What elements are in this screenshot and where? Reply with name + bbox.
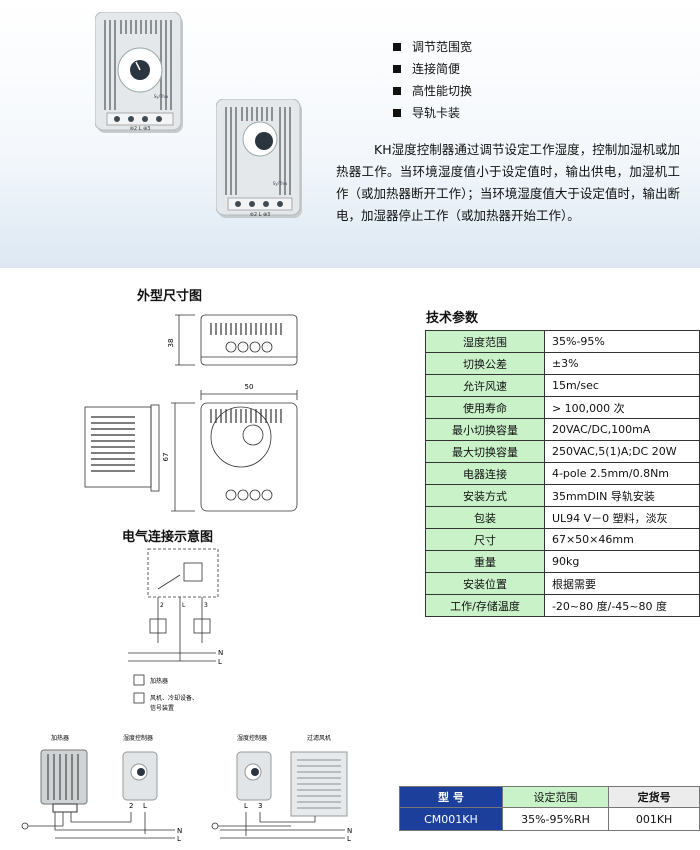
term-L: L	[143, 802, 147, 810]
term-L-2: L	[244, 802, 248, 810]
table-row: 型 号 设定范围 定货号	[399, 786, 700, 808]
photo-brand-label: Sy/Thw	[154, 94, 169, 99]
wiring-diagram: 2 L 3 N L 加热器 风机、冷却设备、 信号装置	[128, 548, 223, 712]
dim-height-top: 38	[167, 339, 175, 348]
table-row: 安装位置根据需要	[425, 572, 700, 595]
table-row: CM001KH 35%-95%RH 001KH	[399, 807, 700, 831]
table-row: 工作/存储温度-20~80 度/-45~80 度	[425, 594, 700, 617]
wiring-line-N: N	[218, 649, 223, 657]
legend-heater: 加热器	[150, 677, 168, 685]
wiring-term-3: 3	[204, 602, 208, 609]
bullet-square-icon	[393, 43, 401, 51]
photo-terminal-label: ⊜2 L ⊕3	[130, 126, 151, 132]
dimension-drawing: 38 50 67	[84, 314, 298, 512]
order-code: 001KH	[608, 807, 700, 831]
wiring-title: 电气连接示意图	[122, 530, 214, 545]
product-photo-front: ⊜2 L ⊕3 Sy/Thw	[95, 12, 183, 133]
dimension-title: 外型尺寸图	[137, 289, 203, 304]
photo-terminal-label: ⊜2 L ⊕3	[250, 212, 271, 218]
dim-width: 50	[245, 383, 254, 391]
product-description: KH湿度控制器通过调节设定工作湿度，控制加湿机或加热器工作。当环境湿度值小于设定…	[336, 142, 680, 223]
feature-item: 连接简便	[393, 58, 472, 80]
photo-brand-label: Sy/Thw	[273, 181, 288, 186]
order-model: CM001KH	[399, 807, 503, 831]
term-2: 2	[129, 802, 133, 810]
order-range: 35%-95%RH	[501, 807, 610, 831]
wiring-term-L: L	[182, 602, 186, 609]
legend-fan-line1: 风机、冷却设备、	[150, 694, 198, 702]
product-photo-angle: ⊜2 L ⊕3 Sy/Thw	[216, 99, 302, 218]
label-controller: 湿度控制器	[123, 734, 153, 742]
line-L-2: L	[347, 835, 351, 843]
bullet-square-icon	[393, 109, 401, 117]
bullet-square-icon	[393, 65, 401, 73]
specs-title: 技术参数	[426, 311, 479, 326]
line-N-2: N	[347, 827, 352, 835]
line-N: N	[177, 827, 182, 835]
legend-fan-line2: 信号装置	[150, 704, 174, 712]
label-controller-2: 湿度控制器	[237, 734, 267, 742]
application-diagram: 加热器 湿度控制器 湿度控制器 过滤风机 2 L L 3 N L N	[21, 734, 352, 843]
wiring-line-L: L	[218, 658, 222, 666]
label-heater: 加热器	[51, 734, 69, 742]
term-3: 3	[258, 802, 262, 810]
bullet-square-icon	[393, 87, 401, 95]
table-row: 使用寿命> 100,000 次	[425, 396, 700, 419]
feature-item: 导轨卡装	[393, 102, 472, 124]
feature-item: 调节范围宽	[393, 36, 472, 58]
table-row: 切换公差±3%	[425, 352, 700, 375]
wiring-term-2: 2	[160, 602, 164, 609]
dim-height: 67	[162, 453, 170, 462]
label-filter-fan: 过滤风机	[307, 734, 331, 742]
order-header-model: 型 号	[399, 786, 503, 808]
line-L: L	[177, 835, 181, 843]
feature-list: 调节范围宽 连接简便 高性能切换 导轨卡装	[393, 36, 472, 124]
order-table: 型 号 设定范围 定货号 CM001KH 35%-95%RH 001KH	[399, 786, 700, 831]
feature-item: 高性能切换	[393, 80, 472, 102]
order-header-range: 设定范围	[501, 786, 610, 808]
order-header-code: 定货号	[608, 786, 700, 808]
